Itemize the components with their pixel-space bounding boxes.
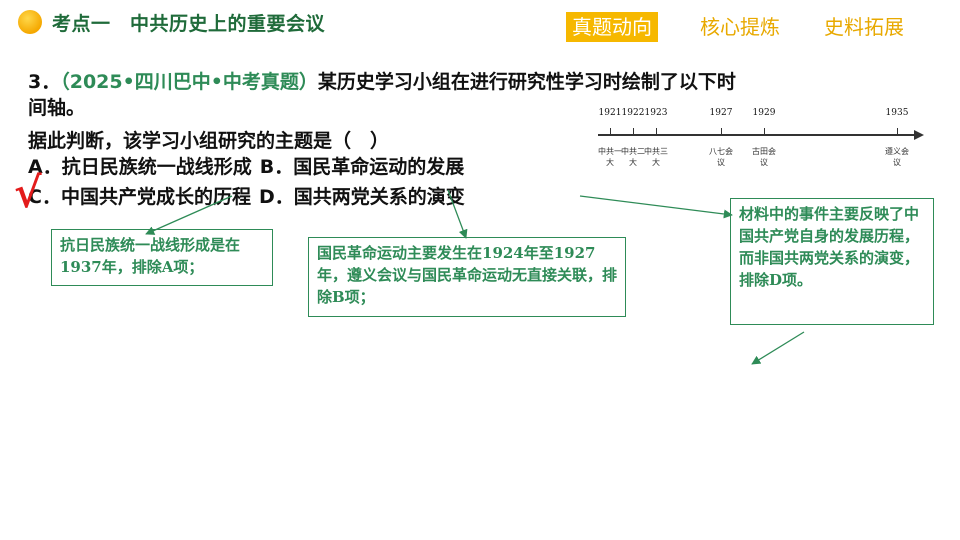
timeline: 1921 中共一大 1922 中共二大 1923 中共三大 1927 八七会议 … bbox=[592, 100, 932, 180]
timeline-axis bbox=[598, 134, 918, 136]
timeline-year: 1923 bbox=[644, 108, 668, 118]
arrow-below-note-d bbox=[751, 331, 805, 365]
page-title: 考点一 中共历史上的重要会议 bbox=[52, 13, 326, 35]
header-bullet-icon bbox=[18, 10, 42, 34]
tab-core-summary[interactable]: 核心提炼 bbox=[700, 15, 780, 39]
question-stem-line1: 3．（2025•四川巴中•中考真题）某历史学习小组在进行研究性学习时绘制了以下时 bbox=[28, 69, 736, 95]
tab-real-exam-trends[interactable]: 真题动向 bbox=[566, 12, 658, 42]
timeline-year: 1929 bbox=[752, 108, 776, 118]
option-b[interactable]: B．国民革命运动的发展 bbox=[259, 156, 465, 178]
timeline-year: 1921 bbox=[598, 108, 622, 118]
arrow-to-note-d bbox=[579, 195, 733, 219]
timeline-event: 八七会议 bbox=[709, 147, 733, 167]
timeline-event: 中共三大 bbox=[644, 147, 668, 167]
question-number: 3． bbox=[28, 71, 61, 93]
question-stem-line2: 间轴。 bbox=[28, 97, 86, 119]
options-row-1: A．抗日民族统一战线形成 B．国民革命运动的发展 bbox=[28, 154, 464, 180]
timeline-year: 1927 bbox=[709, 108, 733, 118]
option-c[interactable]: C．中国共产党成长的历程 bbox=[28, 186, 251, 208]
option-a[interactable]: A．抗日民族统一战线形成 bbox=[28, 156, 252, 178]
tab-historical-material[interactable]: 史料拓展 bbox=[824, 15, 904, 39]
options-row-2: C．中国共产党成长的历程 D．国共两党关系的演变 bbox=[28, 184, 465, 210]
question-prompt: 据此判断，该学习小组研究的主题是（ ） bbox=[28, 130, 390, 152]
question-source: （2025•四川巴中•中考真题） bbox=[60, 71, 318, 93]
timeline-event: 古田会议 bbox=[752, 147, 776, 167]
timeline-tick bbox=[897, 128, 898, 135]
option-d[interactable]: D．国共两党关系的演变 bbox=[258, 186, 465, 208]
timeline-tick bbox=[633, 128, 634, 135]
note-option-a: 抗日民族统一战线形成是在1937年，排除A项； bbox=[51, 229, 273, 286]
timeline-tick bbox=[764, 128, 765, 135]
correct-answer-check-icon: √ bbox=[14, 168, 42, 217]
timeline-event: 遵义会议 bbox=[885, 147, 909, 167]
timeline-arrow-icon bbox=[914, 130, 924, 140]
timeline-year: 1922 bbox=[621, 108, 645, 118]
note-option-b: 国民革命运动主要发生在1924年至1927年，遵义会议与国民革命运动无直接关联，… bbox=[308, 237, 626, 317]
timeline-tick bbox=[610, 128, 611, 135]
timeline-tick bbox=[721, 128, 722, 135]
timeline-event: 中共一大 bbox=[598, 147, 622, 167]
timeline-tick bbox=[656, 128, 657, 135]
question-stem: 某历史学习小组在进行研究性学习时绘制了以下时 bbox=[317, 71, 736, 93]
note-option-d: 材料中的事件主要反映了中国共产党自身的发展历程，而非国共两党关系的演变，排除D项… bbox=[730, 198, 934, 325]
timeline-year: 1935 bbox=[885, 108, 909, 118]
timeline-event: 中共二大 bbox=[621, 147, 645, 167]
